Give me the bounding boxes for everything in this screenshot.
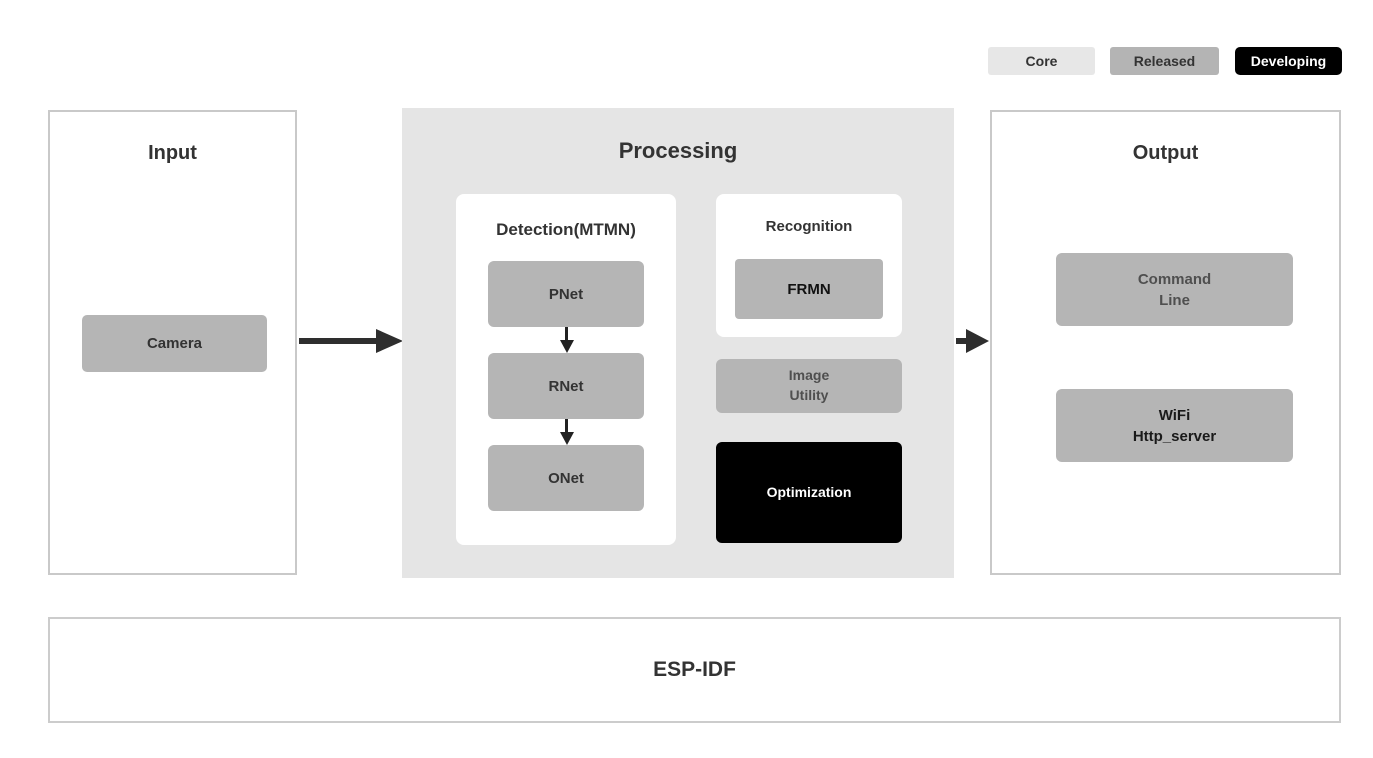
output-title: Output: [1132, 142, 1199, 164]
processing-section: Processing Detection(MTMN) PNet RNet ONe…: [402, 108, 954, 578]
pnet-to-rnet-arrow-shaft: [565, 327, 568, 341]
camera-node: Camera: [82, 315, 267, 372]
rnet-to-onet-arrow-head: [560, 432, 574, 445]
optimization-node: Optimization: [716, 442, 902, 543]
image-utility-line2: Utility: [789, 387, 829, 403]
arrow-head: [376, 329, 403, 353]
detection-title: Detection(MTMN): [496, 220, 636, 239]
rnet-node: RNet: [488, 353, 644, 419]
recognition-card: Recognition FRMN: [716, 194, 902, 337]
arrow-head: [966, 329, 989, 353]
legend-developing-badge: Developing: [1235, 47, 1342, 75]
arrow-shaft: [299, 338, 377, 344]
image-utility-line1: Image: [788, 367, 830, 384]
rnet-to-onet-arrow-shaft: [565, 419, 568, 433]
wifi-line2: Http_server: [1132, 427, 1217, 445]
onet-node: ONet: [488, 445, 644, 511]
pnet-node: PNet: [488, 261, 644, 327]
legend-core-badge: Core: [988, 47, 1095, 75]
esp-idf-foundation: ESP-IDF: [48, 617, 1341, 723]
input-section: Input Camera: [48, 110, 297, 575]
pnet-to-rnet-arrow-head: [560, 340, 574, 353]
legend-released-badge: Released: [1110, 47, 1219, 75]
wifi-line1: WiFi: [1158, 406, 1191, 424]
command-line-line2: Line: [1159, 291, 1190, 309]
recognition-title: Recognition: [765, 218, 853, 235]
esp-idf-title: ESP-IDF: [653, 658, 736, 681]
wifi-http-server-node: WiFi Http_server: [1056, 389, 1293, 462]
processing-title: Processing: [618, 138, 738, 163]
input-title: Input: [148, 142, 197, 164]
command-line-line1: Command: [1137, 270, 1212, 288]
command-line-node: Command Line: [1056, 253, 1293, 326]
arrow-shaft: [956, 338, 968, 344]
detection-card: Detection(MTMN) PNet RNet ONet: [456, 194, 676, 545]
image-utility-node: Image Utility: [716, 359, 902, 413]
frmn-node: FRMN: [735, 259, 883, 319]
output-section: Output Command Line WiFi Http_server: [990, 110, 1341, 575]
